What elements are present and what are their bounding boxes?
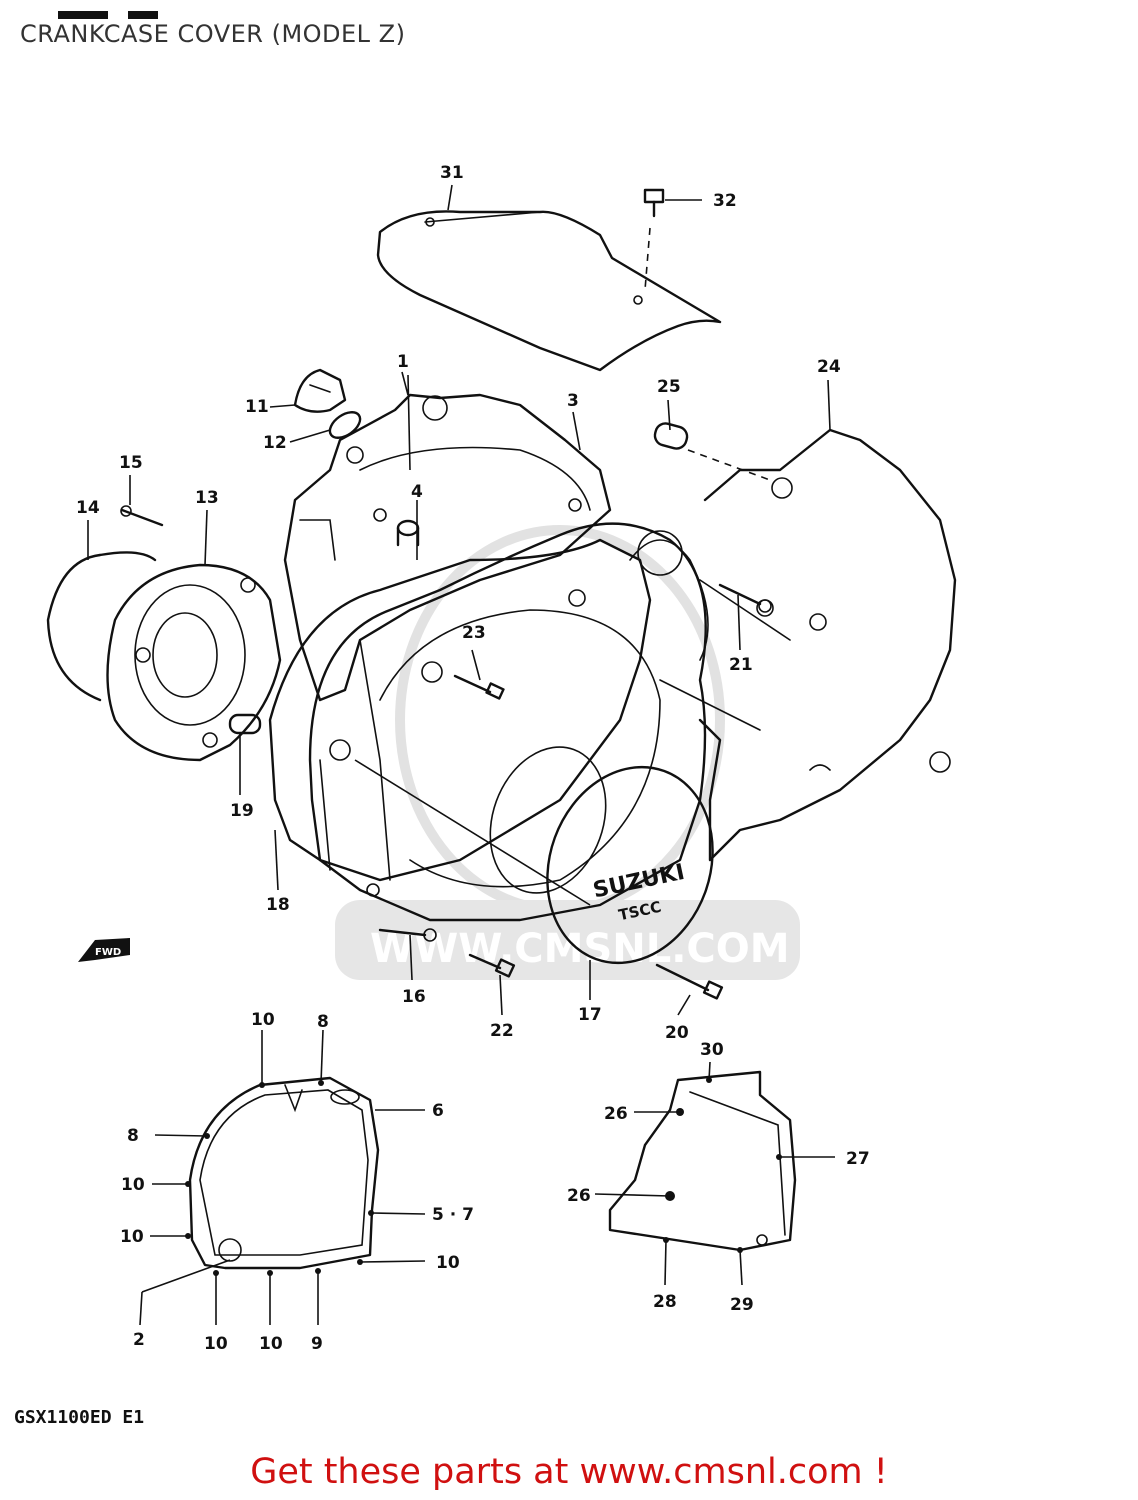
callout-24: 24	[817, 357, 841, 377]
part-14-o-ring	[46, 551, 157, 702]
part-3-generator-cover	[308, 522, 709, 922]
callout-10-right: 10	[436, 1253, 460, 1273]
callout-26-upper: 26	[604, 1104, 628, 1124]
lower-plate-detail	[608, 1070, 797, 1253]
callout-14: 14	[76, 498, 100, 518]
callout-18: 18	[266, 895, 290, 915]
callout-13: 13	[195, 488, 219, 508]
callout-17: 17	[578, 1005, 602, 1025]
part-24-side-cover	[659, 428, 957, 862]
promo-link[interactable]: Get these parts at www.cmsnl.com !	[250, 1452, 888, 1492]
lower-gasket-detail	[185, 1076, 380, 1276]
callout-2: 2	[133, 1330, 145, 1350]
callout-19: 19	[230, 801, 254, 821]
part-25-dowel	[653, 422, 771, 481]
part-13-pulser-cover	[106, 563, 282, 762]
callout-5-7: 5 · 7	[432, 1205, 474, 1225]
part-18-gasket	[268, 538, 652, 882]
part-19-dowel	[228, 713, 262, 735]
callout-31: 31	[440, 163, 464, 183]
part-15-bolt	[120, 505, 164, 527]
callout-29: 29	[730, 1295, 754, 1315]
leader-lines	[87, 184, 835, 1326]
callout-6: 6	[432, 1101, 444, 1121]
callout-25: 25	[657, 377, 681, 397]
part-21-bolt	[718, 583, 772, 613]
part-1-crankcase-cover	[283, 393, 612, 702]
callout-8-top: 8	[317, 1012, 329, 1032]
part-32-bolt	[643, 188, 665, 291]
callout-11: 11	[245, 397, 269, 417]
callout-labels: 31 32 1 3 4 11 12 15 14 13 19 18 23 25 2…	[76, 163, 870, 1354]
callout-26-lower: 26	[567, 1186, 591, 1206]
callout-1: 1	[397, 352, 409, 372]
callout-21: 21	[729, 655, 753, 675]
callout-3: 3	[567, 391, 579, 411]
callout-10-left-upper: 10	[121, 1175, 145, 1195]
callout-30: 30	[700, 1040, 724, 1060]
model-code-label: GSX1100ED E1	[14, 1407, 145, 1428]
callout-16: 16	[402, 987, 426, 1007]
callout-23: 23	[462, 623, 486, 643]
callout-10-bottom-left: 10	[204, 1334, 228, 1354]
callout-8-left: 8	[127, 1126, 139, 1146]
callout-27: 27	[846, 1149, 870, 1169]
emblem-brand-text: SUZUKI	[591, 860, 687, 904]
part-16-bolt	[378, 928, 437, 942]
callout-10-top: 10	[251, 1010, 275, 1030]
fwd-direction-arrow: FWD	[78, 938, 130, 962]
part-31-cover-plate	[376, 210, 722, 372]
part-20-bolt	[655, 963, 724, 1000]
callout-32: 32	[713, 191, 737, 211]
callout-10-bottom-mid: 10	[259, 1334, 283, 1354]
callout-12: 12	[263, 433, 287, 453]
callout-22: 22	[490, 1021, 514, 1041]
fwd-label: FWD	[95, 947, 121, 958]
part-4-dowel-pin	[396, 519, 420, 547]
callout-15: 15	[119, 453, 143, 473]
callout-10-left-lower: 10	[120, 1227, 144, 1247]
callout-28: 28	[653, 1292, 677, 1312]
callout-4: 4	[411, 482, 423, 502]
part-23-bolt	[453, 674, 505, 700]
callout-9: 9	[311, 1334, 323, 1354]
watermark: WWW.CMSNL.COM	[335, 525, 800, 980]
title-scan-artifact	[58, 6, 158, 20]
callout-20: 20	[665, 1023, 689, 1043]
part-11-oil-filler-cap	[293, 368, 347, 413]
part-22-bolt	[468, 953, 516, 978]
page-title: CRANKCASE COVER (MODEL Z)	[20, 20, 406, 48]
